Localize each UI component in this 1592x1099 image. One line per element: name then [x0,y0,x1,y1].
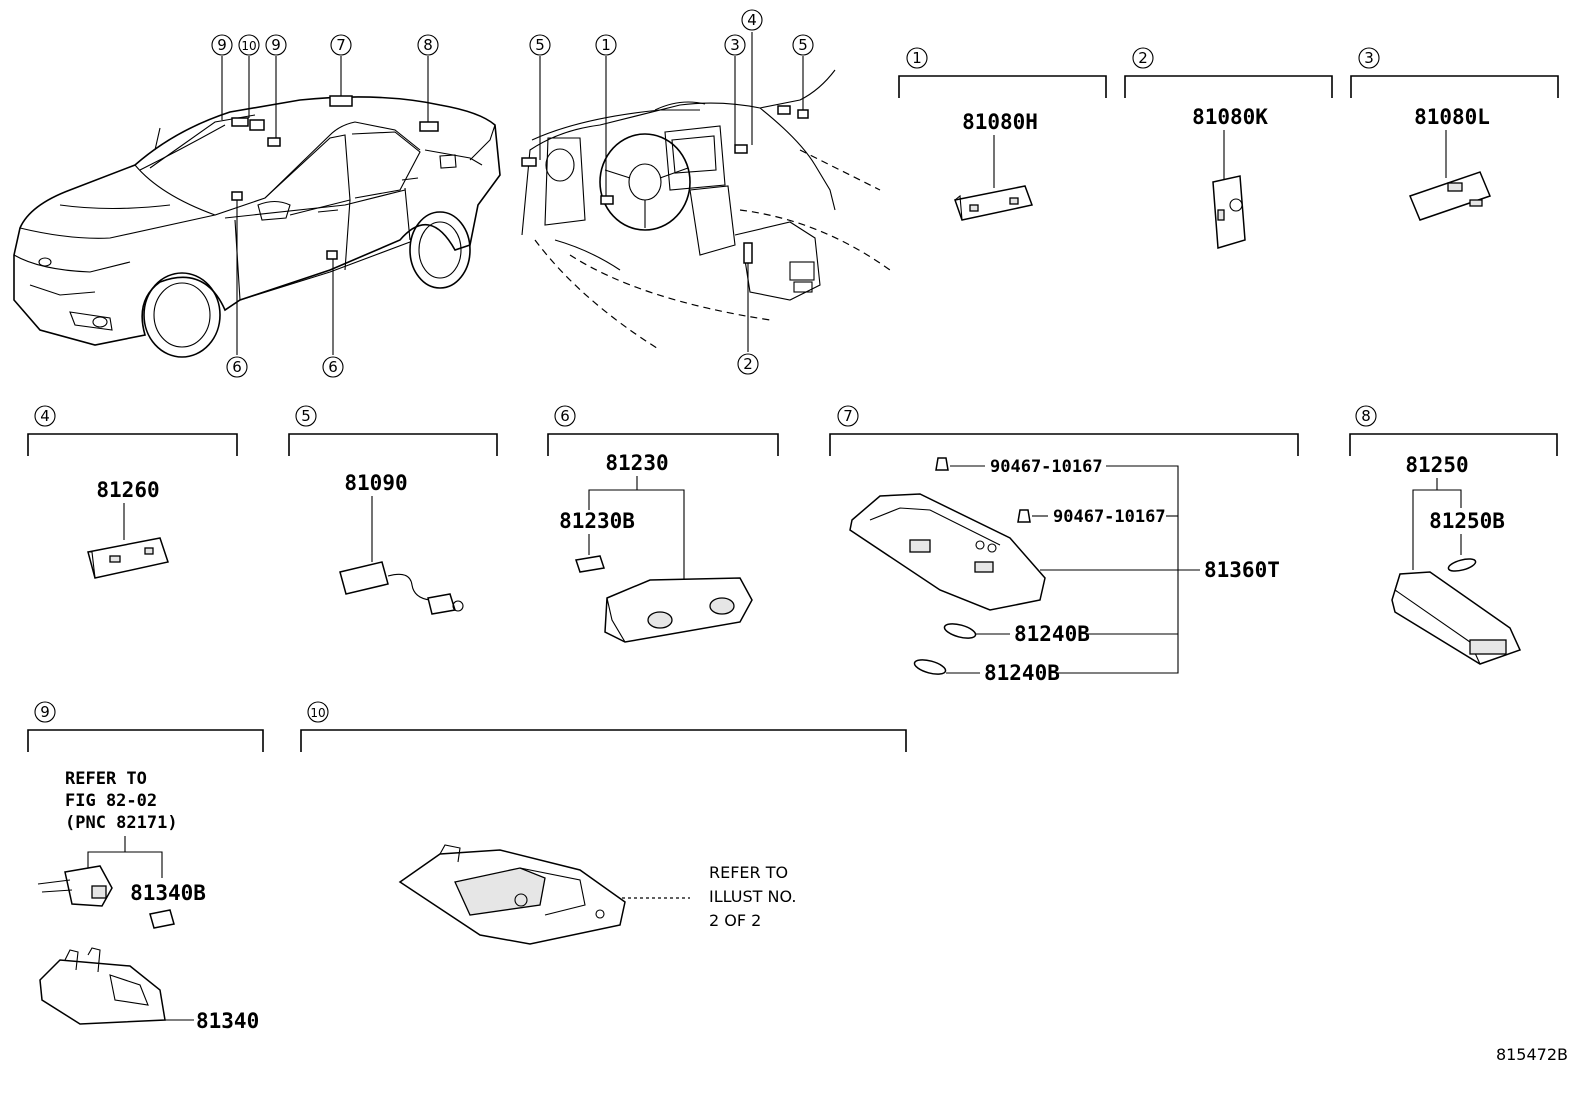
callout-5-a: 5 [529,34,551,56]
callout-6-b: 6 [322,356,344,378]
section-3: 3 81080L [1350,47,1559,221]
section-1-number: 1 [912,49,922,67]
callout-2: 2 [737,353,759,375]
svg-text:5: 5 [535,36,545,54]
part-81230: 81230 [605,451,668,475]
section-9: 9 REFER TO FIG 82-02 (PNC 82171) 81340B … [27,701,264,1033]
part-81260: 81260 [96,478,159,502]
callout-9-b: 9 [265,34,287,56]
callout-7: 7 [330,34,352,56]
svg-text:6: 6 [328,358,338,376]
part-81080K: 81080K [1192,105,1268,129]
svg-text:8: 8 [423,36,433,54]
callout-8: 8 [417,34,439,56]
car-interior-illustration [521,32,891,352]
section-5: 5 81090 [288,405,498,615]
section-2: 2 81080K [1124,47,1333,249]
svg-text:4: 4 [40,407,50,425]
part-81080H: 81080H [962,110,1038,134]
svg-text:3: 3 [730,36,740,54]
svg-text:7: 7 [336,36,346,54]
section-10-note-line-1: REFER TO [709,863,788,882]
section-9-note-line-2: FIG 82-02 [65,791,157,811]
svg-text:10: 10 [310,706,325,720]
callout-5-b: 5 [792,34,814,56]
callout-6-a: 6 [226,356,248,378]
part-81250: 81250 [1405,453,1468,477]
callout-3: 3 [724,34,746,56]
figure-id: 815472B [1496,1045,1568,1064]
svg-text:10: 10 [241,39,256,53]
part-81240B-b: 81240B [984,661,1060,685]
svg-text:7: 7 [843,407,853,425]
section-8: 8 81250 81250B [1349,405,1558,665]
svg-text:6: 6 [560,407,570,425]
car-exterior-illustration [13,56,501,358]
section-9-note-line-1: REFER TO [65,769,147,789]
svg-text:8: 8 [1361,407,1371,425]
part-81340B: 81340B [130,881,206,905]
part-81080L: 81080L [1414,105,1490,129]
svg-text:2: 2 [743,355,753,373]
section-10-note-line-3: 2 OF 2 [709,911,761,930]
part-81240B-a: 81240B [1014,622,1090,646]
svg-text:9: 9 [217,36,227,54]
section-9-note-line-3: (PNC 82171) [65,813,178,833]
part-81230B: 81230B [559,509,635,533]
callout-10: 10 [238,34,260,56]
callout-4: 4 [741,9,763,31]
section-7: 7 90467-10167 90467-10167 81240B 81240B … [829,405,1299,685]
part-81090: 81090 [344,471,407,495]
svg-text:1: 1 [601,36,611,54]
section-6: 6 81230 81230B [547,405,779,643]
svg-text:6: 6 [232,358,242,376]
svg-text:2: 2 [1138,49,1148,67]
section-1: 1 81080H [898,47,1107,221]
section-4: 4 81260 [27,405,238,579]
svg-text:3: 3 [1364,49,1374,67]
callout-9-a: 9 [211,34,233,56]
callout-1: 1 [595,34,617,56]
part-90467-10167-b: 90467-10167 [1053,507,1166,527]
svg-text:5: 5 [301,407,311,425]
section-10: 10 REFER TO ILLUST NO. 2 OF 2 [300,701,907,945]
part-81250B: 81250B [1429,509,1505,533]
part-81360T: 81360T [1204,558,1280,582]
section-10-note-line-2: ILLUST NO. [709,887,796,906]
svg-text:9: 9 [40,703,50,721]
svg-text:9: 9 [271,36,281,54]
svg-text:5: 5 [798,36,808,54]
part-81340: 81340 [196,1009,259,1033]
part-90467-10167-a: 90467-10167 [990,457,1103,477]
svg-text:4: 4 [747,11,757,29]
